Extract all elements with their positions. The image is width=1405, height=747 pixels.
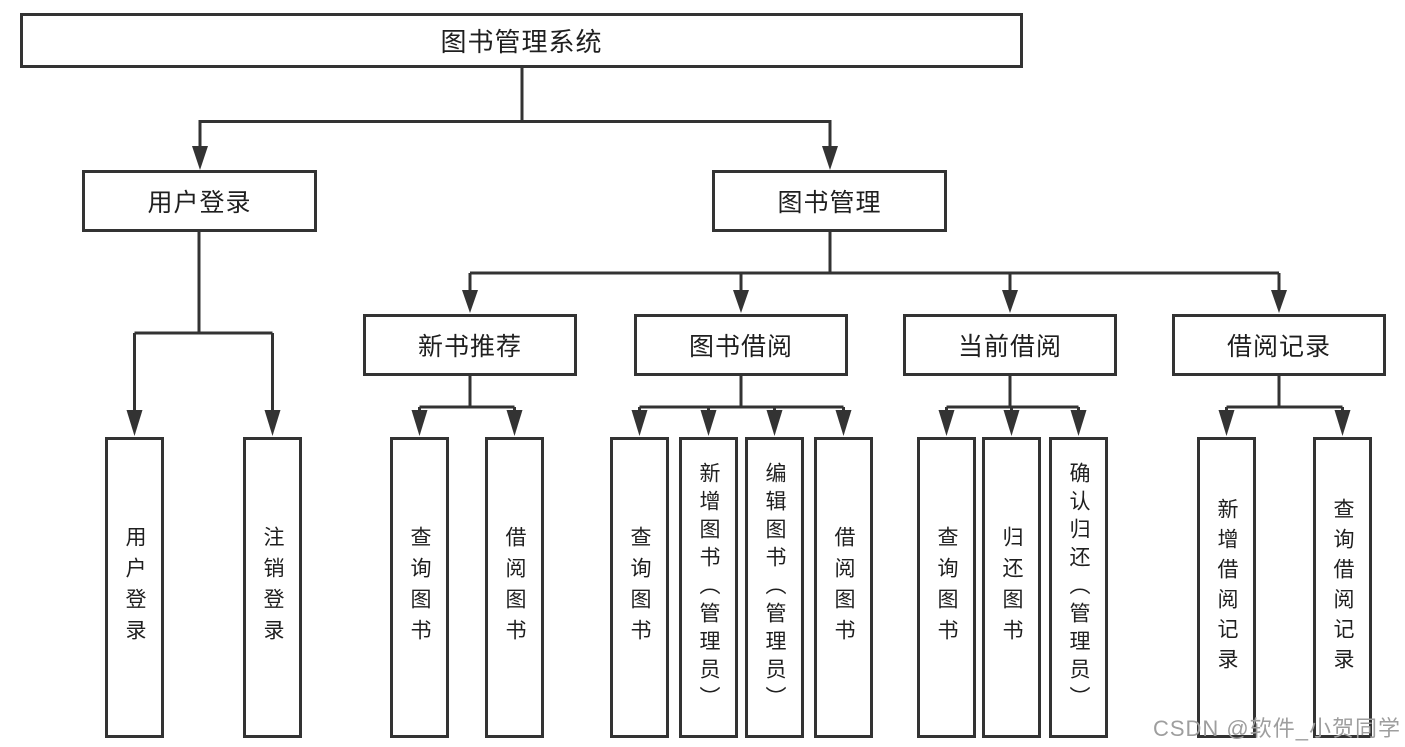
node-label: 查询图书	[935, 525, 958, 650]
node-borrowing-records: 借阅记录	[1172, 314, 1386, 376]
node-label: 借阅图书	[503, 525, 526, 650]
node-label: 编辑图书（管理员）	[763, 461, 786, 714]
node-label: 借阅图书	[832, 525, 855, 650]
node-label: 查询图书	[408, 525, 431, 650]
node-leaf-query-borrow-record: 查询借阅记录	[1313, 437, 1372, 738]
node-book-borrowing: 图书借阅	[634, 314, 848, 376]
node-new-book-recommendation: 新书推荐	[363, 314, 577, 376]
branch-borrowing-records	[1218, 376, 1351, 436]
branch-new-book-recommendation	[411, 376, 523, 436]
node-label: 图书借阅	[688, 333, 793, 361]
node-label: 新书推荐	[417, 333, 522, 361]
node-leaf-recommend-query-book: 查询图书	[390, 437, 449, 738]
node-current-borrowing: 当前借阅	[903, 314, 1117, 376]
branch-root	[192, 68, 838, 170]
node-label: 借阅记录	[1226, 333, 1331, 361]
node-label: 当前借阅	[957, 333, 1062, 361]
node-library-management-system: 图书管理系统	[20, 13, 1023, 68]
node-label: 新增借阅记录	[1215, 497, 1238, 678]
node-leaf-edit-book-admin: 编辑图书（管理员）	[745, 437, 804, 738]
node-leaf-logout: 注销登录	[243, 437, 302, 738]
node-leaf-borrowing-query-book: 查询图书	[610, 437, 669, 738]
node-leaf-confirm-return-admin: 确认归还（管理员）	[1049, 437, 1108, 738]
node-leaf-recommend-borrow-book: 借阅图书	[485, 437, 544, 738]
node-label: 注销登录	[261, 525, 284, 650]
node-leaf-add-book-admin: 新增图书（管理员）	[679, 437, 738, 738]
node-label: 归还图书	[1000, 525, 1023, 650]
node-leaf-return-book: 归还图书	[982, 437, 1041, 738]
branch-book-management	[462, 232, 1287, 313]
branch-book-borrowing	[631, 376, 852, 436]
node-label: 图书管理	[777, 189, 882, 217]
node-label: 确认归还（管理员）	[1067, 461, 1090, 714]
node-user-login: 用户登录	[82, 170, 317, 232]
node-leaf-borrowing-borrow-book: 借阅图书	[814, 437, 873, 738]
node-label: 新增图书（管理员）	[697, 461, 720, 714]
node-label: 图书管理系统	[440, 27, 603, 57]
node-label: 查询图书	[628, 525, 651, 650]
node-leaf-current-query-book: 查询图书	[917, 437, 976, 738]
branch-current-borrowing	[938, 376, 1087, 436]
node-label: 用户登录	[123, 525, 146, 650]
node-book-management: 图书管理	[712, 170, 947, 232]
node-leaf-add-borrow-record: 新增借阅记录	[1197, 437, 1256, 738]
watermark-text: CSDN @软件_小贺同学	[1152, 716, 1401, 741]
node-label: 查询借阅记录	[1331, 497, 1354, 678]
branch-user-login	[126, 232, 281, 436]
node-leaf-user-login: 用户登录	[105, 437, 164, 738]
node-label: 用户登录	[147, 189, 252, 217]
